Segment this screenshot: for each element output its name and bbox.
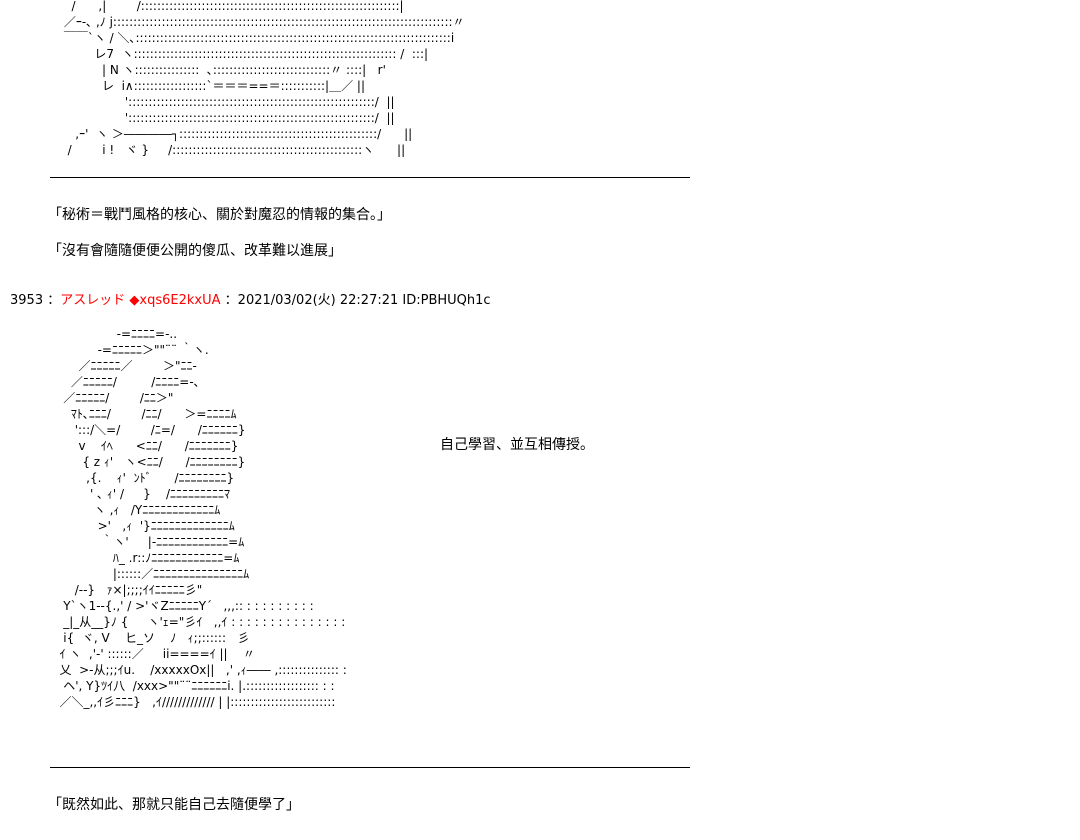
post-number: 3953 bbox=[10, 293, 44, 308]
post-separator-2: ： bbox=[224, 293, 238, 308]
side-note: 自己學習、並互相傳授。 bbox=[440, 437, 594, 453]
post-separator: ： bbox=[47, 293, 61, 308]
divider-2 bbox=[50, 767, 690, 768]
post-datetime: 2021/03/02(火) 22:27:21 ID:PBHUQh1c bbox=[237, 293, 491, 308]
divider-1 bbox=[50, 177, 690, 178]
ascii-art-top: / ,| /::::::::::::::::::::::::::::::::::… bbox=[63, 0, 465, 157]
dialogue-line-2: 「沒有會隨隨便便公開的傻瓜、改革難以進展」 bbox=[48, 243, 342, 259]
dialogue-line-1: 「秘術＝戰鬥風格的核心、關於對魔忍的情報的集合。」 bbox=[48, 207, 391, 223]
poster-name[interactable]: アスレッド bbox=[60, 293, 126, 308]
poster-trip: ◆xqs6E2kxUA bbox=[129, 293, 221, 308]
post-header: 3953 ：アスレッド ◆xqs6E2kxUA ：2021/03/02(火) 2… bbox=[10, 292, 491, 310]
ascii-art-main: -=ﾆﾆﾆﾆ=-.. -=ﾆﾆﾆﾆﾆ＞""¨¨ ｀ヽ. ／ﾆﾆﾆﾆﾆ／ ＞"ﾆﾆ… bbox=[59, 327, 347, 709]
dialogue-line-3: 「既然如此、那就只能自己去隨便學了」 bbox=[48, 797, 300, 813]
